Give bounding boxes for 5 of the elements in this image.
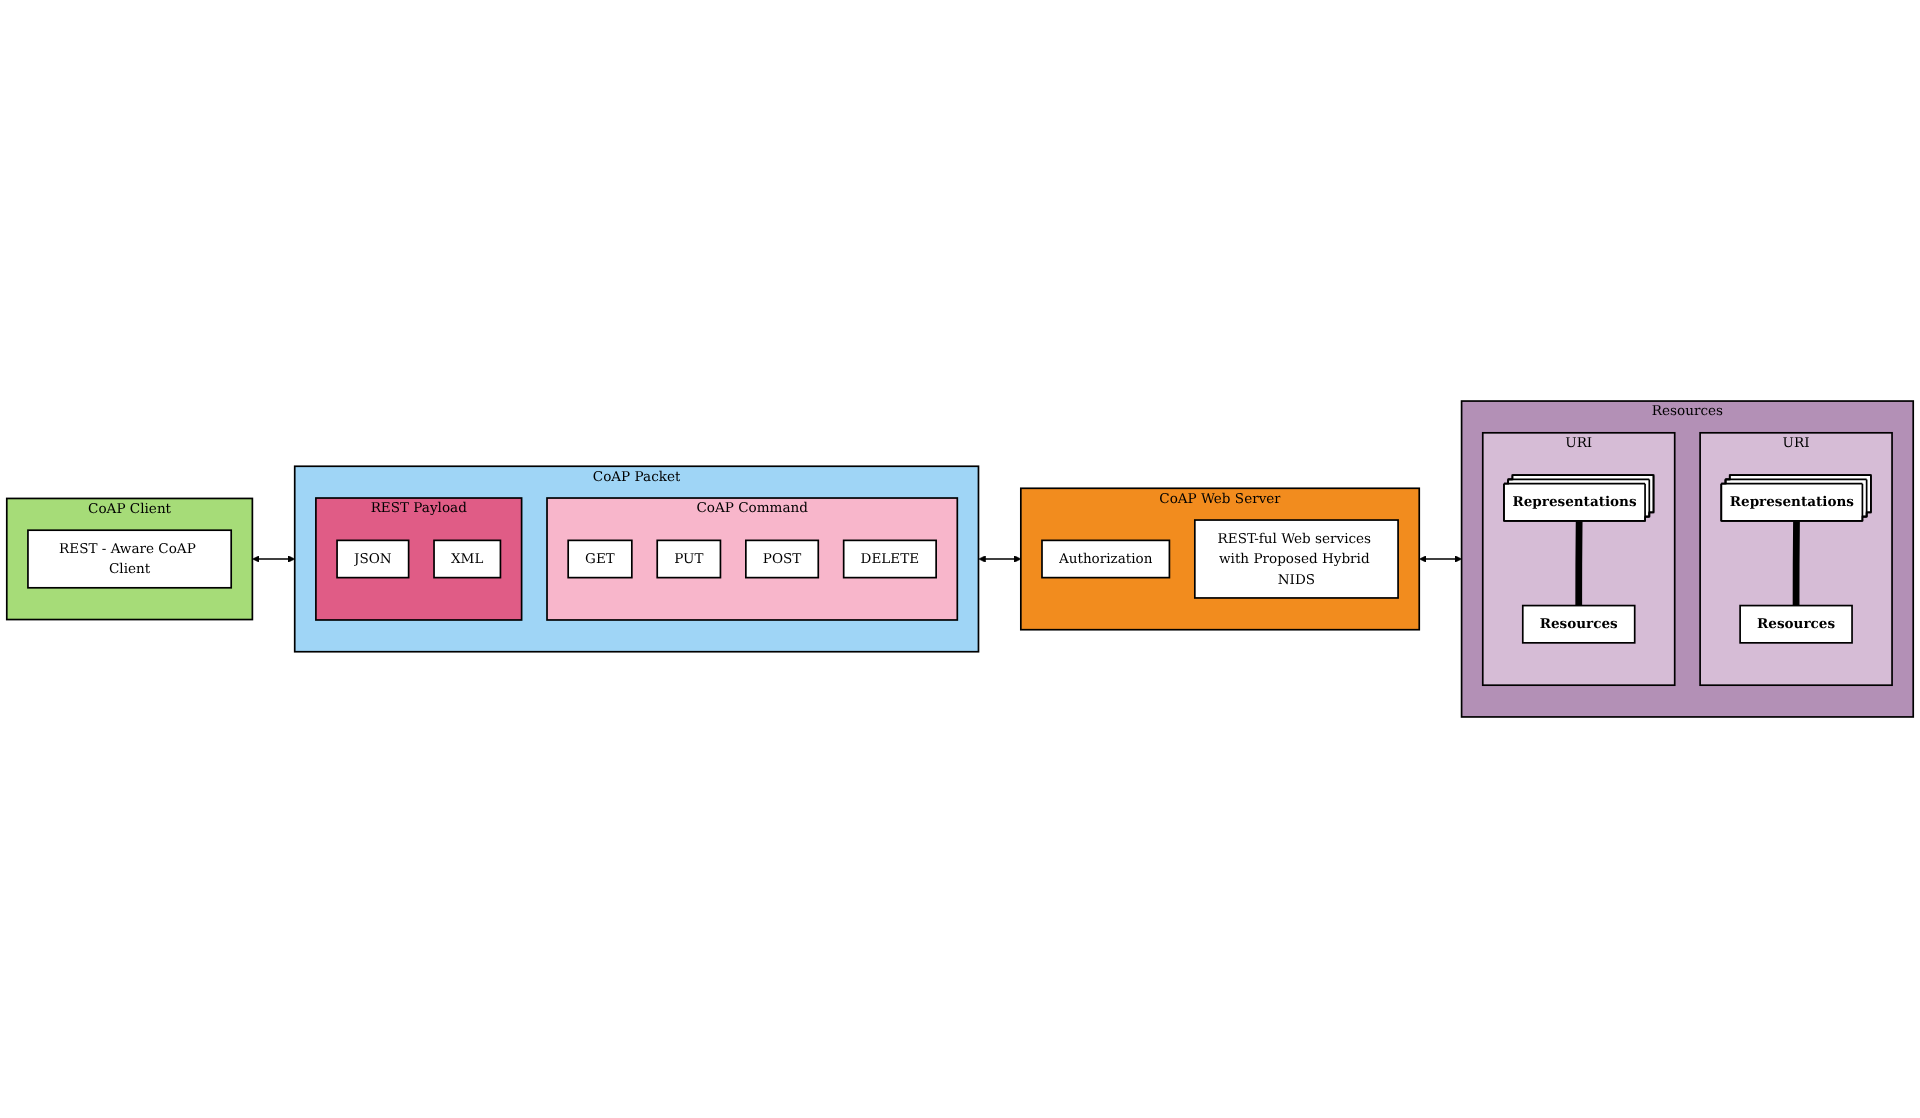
arrow — [252, 555, 296, 563]
connector — [1575, 521, 1583, 606]
arrow — [1419, 555, 1462, 563]
arrow — [978, 555, 1022, 563]
connector — [1792, 521, 1800, 606]
